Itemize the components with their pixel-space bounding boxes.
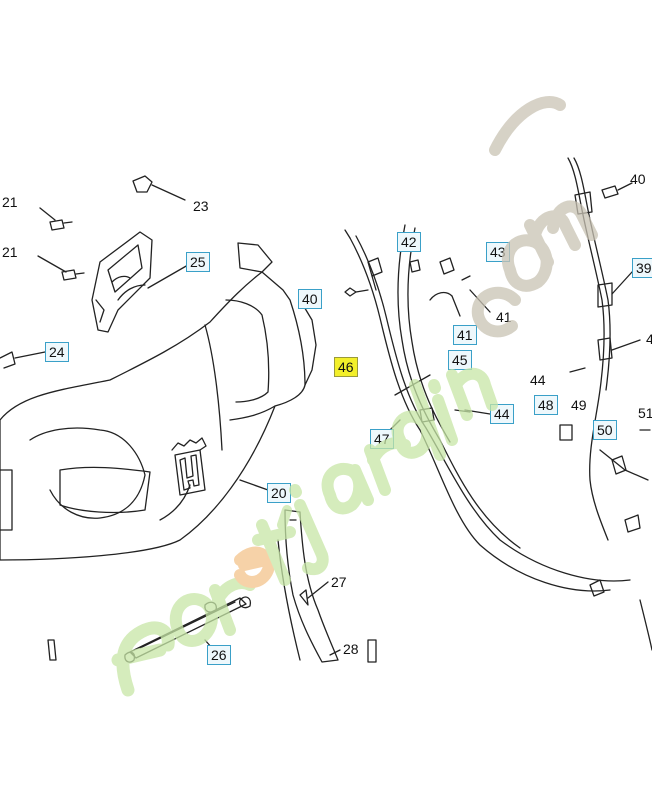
clip-23 [132,175,153,193]
label-24: 24 [45,342,69,362]
label-40-left: 40 [298,289,322,309]
stub-left [47,639,57,661]
stub-right [367,639,377,663]
label-44-right: 44 [530,372,546,388]
strap-26 [124,596,252,663]
label-47: 47 [370,429,394,449]
cable-assembly [344,224,631,592]
label-44-boxed: 44 [490,404,514,424]
label-21-lower: 21 [2,244,18,260]
label-49: 49 [571,397,587,413]
bracket-plate [91,231,153,333]
label-20: 20 [267,483,291,503]
leader-23 [151,184,186,201]
label-41-plain: 41 [496,309,512,325]
screws-21 [37,207,85,281]
leader-20 [239,479,269,491]
label-28: 28 [343,641,359,657]
hood-cover [0,242,317,561]
label-27: 27 [331,574,347,590]
label-21-upper: 21 [2,194,18,210]
label-48: 48 [534,395,558,415]
label-39: 39 [632,258,652,278]
label-46-highlighted: 46 [334,357,358,377]
label-41-boxed: 41 [453,325,477,345]
label-42: 42 [397,232,421,252]
leader-24 [14,351,46,359]
label-45: 45 [448,350,472,370]
label-40-right: 40 [630,171,646,187]
leader-25 [147,264,189,289]
label-51: 51 [638,405,652,421]
label-43: 43 [486,242,510,262]
label-50: 50 [593,420,617,440]
label-4-right: 4 [646,331,652,347]
clip-24 [0,351,16,369]
label-25: 25 [186,252,210,272]
label-23: 23 [193,198,209,214]
label-26: 26 [207,645,231,665]
